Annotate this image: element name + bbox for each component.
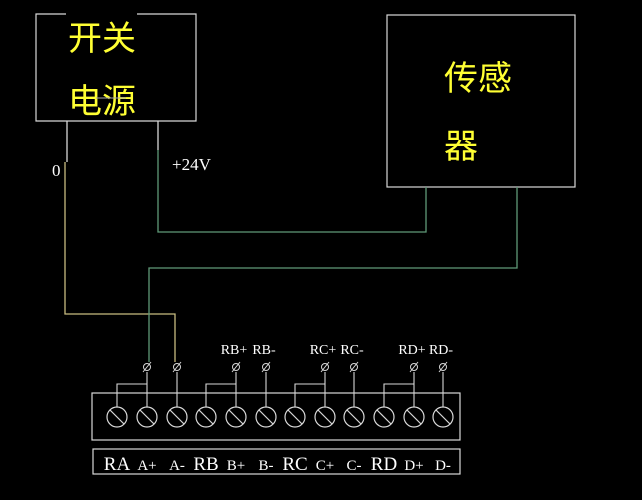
top-terminal-label: RC+ <box>310 343 337 358</box>
top-terminal-label: RD- <box>429 343 453 358</box>
top-terminal-label: RB- <box>252 343 276 358</box>
wire-zero-run <box>64 162 176 362</box>
sensor-label-1: 传感 <box>444 59 512 99</box>
lead-zero-label: 0 <box>52 161 61 180</box>
connector-symbol-slash <box>231 361 241 373</box>
bridge-jumper <box>294 383 325 407</box>
connector-symbol-slash <box>142 361 152 373</box>
sensor-box: 传感 器 <box>386 14 576 188</box>
connector-symbol <box>232 363 240 371</box>
bridge-jumper <box>205 383 236 407</box>
terminal-screw-slot <box>317 409 333 425</box>
terminal-screw-slot <box>376 409 392 425</box>
connector-symbol <box>410 363 418 371</box>
terminal-screw-slot <box>228 409 244 425</box>
terminal-screw-slot <box>198 409 214 425</box>
terminal-label: RB <box>193 454 218 475</box>
terminal-screw-slot <box>346 409 362 425</box>
connector-symbol <box>350 363 358 371</box>
terminal-label: B+ <box>227 458 245 474</box>
terminal-label: RD <box>371 454 397 475</box>
connector-symbol <box>439 363 447 371</box>
terminal-label: RA <box>104 454 131 475</box>
wire-24v-run <box>157 150 427 233</box>
terminal-screw-slot <box>435 409 451 425</box>
terminal-label: RC <box>282 454 307 475</box>
power-supply-label-2: 电源 <box>68 82 136 122</box>
connector-symbol-slash <box>172 361 182 373</box>
terminal-label: C+ <box>316 458 334 474</box>
top-terminal-label: RC- <box>340 343 364 358</box>
bridge-jumper <box>383 383 414 407</box>
connector-symbol-slash <box>409 361 419 373</box>
terminal-screw-slot <box>287 409 303 425</box>
terminal-label: D- <box>435 458 451 474</box>
terminal-label: B- <box>259 458 274 474</box>
connector-symbol-slash <box>320 361 330 373</box>
terminal-label: A- <box>169 458 185 474</box>
connector-symbol-slash <box>438 361 448 373</box>
wire-signal <box>148 187 518 362</box>
terminal-screw-slot <box>258 409 274 425</box>
connector-symbol <box>173 363 181 371</box>
sensor-label-2: 器 <box>444 127 478 167</box>
power-supply-box: 开关 电源 0 +24V <box>35 13 212 180</box>
connector-symbol <box>262 363 270 371</box>
top-terminal-label: RB+ <box>221 343 248 358</box>
lead-24v-label: +24V <box>172 155 212 174</box>
top-terminal-label: RD+ <box>398 343 425 358</box>
terminal-screw-slot <box>109 409 125 425</box>
connector-symbol <box>321 363 329 371</box>
power-supply-label-1: 开关 <box>68 19 136 59</box>
connector-symbol-slash <box>261 361 271 373</box>
terminal-label: D+ <box>404 458 423 474</box>
bridge-jumper <box>116 383 147 407</box>
terminal-screw-slot <box>139 409 155 425</box>
terminal-screw-slot <box>406 409 422 425</box>
connector-symbol-slash <box>349 361 359 373</box>
connector-symbol <box>143 363 151 371</box>
terminal-label: C- <box>347 458 362 474</box>
terminal-label: A+ <box>137 458 156 474</box>
terminal-strip: RA A+ A- RB B+ B- RC C+ C- RD D+ D- RB+ RB- RC+RC- RD+ R… <box>91 343 461 475</box>
terminal-screw-slot <box>169 409 185 425</box>
